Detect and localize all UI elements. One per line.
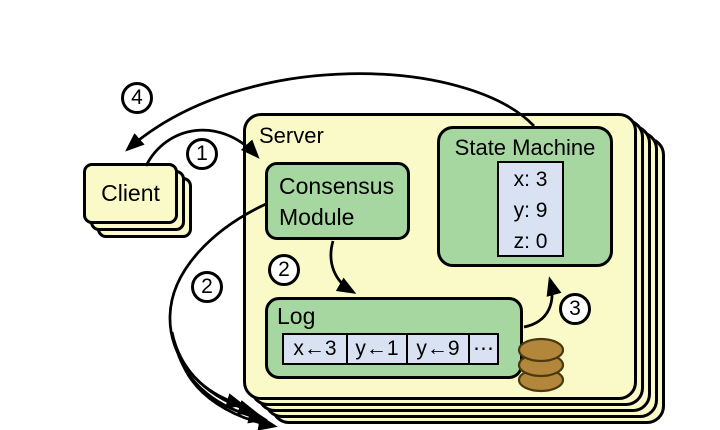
badge-step3: 3 bbox=[559, 293, 591, 325]
log-entry-cell: ⋯ bbox=[468, 333, 499, 365]
state-entry: y: 9 bbox=[513, 199, 548, 222]
consensus-module-label: Consensus Module bbox=[279, 173, 395, 230]
log-label: Log bbox=[277, 303, 316, 329]
state-machine-label: State Machine bbox=[454, 135, 596, 160]
server-label: Server bbox=[259, 123, 324, 148]
badge-step2-outer: 2 bbox=[191, 271, 223, 303]
state-machine-store: x: 3 y: 9 z: 0 bbox=[497, 161, 564, 257]
state-entry: x: 3 bbox=[513, 168, 548, 191]
badge-step4: 4 bbox=[121, 82, 153, 114]
consensus-module-box: Consensus Module bbox=[265, 162, 410, 240]
badge-step2-inner: 2 bbox=[268, 254, 300, 286]
client-label: Client bbox=[101, 180, 160, 206]
badge-step1: 1 bbox=[186, 138, 218, 170]
log-entries: x←3 y←1 y←9 ⋯ bbox=[282, 333, 499, 365]
log-entry-cell: y←1 bbox=[346, 333, 408, 365]
log-entry-cell: y←9 bbox=[406, 333, 470, 365]
state-entry: z: 0 bbox=[513, 230, 548, 253]
log-entry-cell: x←3 bbox=[282, 333, 348, 365]
client-box: Client bbox=[83, 163, 178, 224]
arrow-step2-replica-2 bbox=[170, 331, 258, 415]
